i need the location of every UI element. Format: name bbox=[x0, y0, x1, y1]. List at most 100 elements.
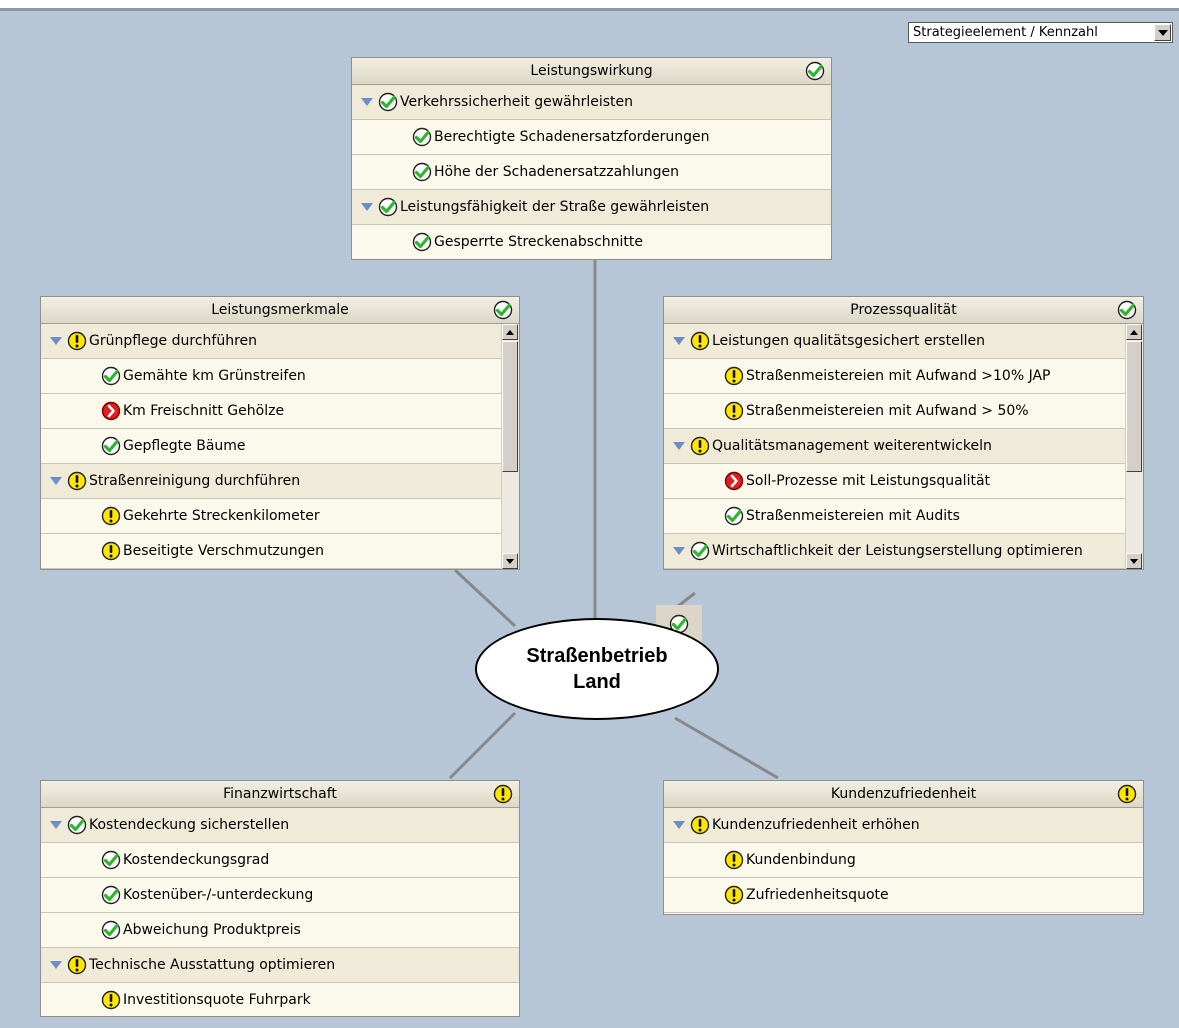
kpi-row[interactable]: Abweichung Produktpreis bbox=[41, 913, 519, 948]
connector-line bbox=[448, 711, 517, 780]
expand-toggle-icon[interactable] bbox=[672, 439, 686, 453]
kpi-label: Kundenbindung bbox=[746, 852, 856, 868]
kpi-row[interactable]: Höhe der Schadenersatzzahlungen bbox=[352, 155, 831, 190]
kpi-label: Gekehrte Streckenkilometer bbox=[123, 508, 320, 524]
objective-label: Grünpflege durchführen bbox=[89, 333, 258, 349]
objective-label: Kundenzufriedenheit erhöhen bbox=[712, 817, 920, 833]
view-selector-value: Strategieelement / Kennzahl bbox=[913, 25, 1098, 40]
objective-row[interactable]: Leistungen qualitätsgesichert erstellen bbox=[664, 324, 1126, 359]
kpi-row[interactable]: Km Freischnitt Gehölze bbox=[41, 394, 502, 429]
status-warning-icon bbox=[724, 366, 744, 386]
status-warning-icon bbox=[724, 850, 744, 870]
expand-toggle-icon[interactable] bbox=[360, 95, 374, 109]
vertical-scrollbar[interactable] bbox=[1125, 324, 1143, 569]
status-warning-icon bbox=[690, 331, 710, 351]
status-ok-icon bbox=[724, 506, 744, 526]
status-warning-icon bbox=[724, 885, 744, 905]
objective-row[interactable]: Leistungsfähigkeit der Straße gewährleis… bbox=[352, 190, 831, 225]
kpi-row[interactable]: Straßenmeistereien mit Aufwand > 50% bbox=[664, 394, 1126, 429]
expand-toggle-icon[interactable] bbox=[672, 334, 686, 348]
scrollbar-thumb[interactable] bbox=[502, 341, 518, 472]
kpi-row[interactable]: Kundenbindung bbox=[664, 843, 1143, 878]
objective-label: Leistungsfähigkeit der Straße gewährleis… bbox=[400, 199, 710, 215]
status-ok-icon bbox=[378, 197, 398, 217]
status-ok-icon bbox=[669, 614, 689, 634]
kpi-row[interactable]: Gemähte km Grünstreifen bbox=[41, 359, 502, 394]
expand-toggle-icon[interactable] bbox=[672, 818, 686, 832]
vertical-scrollbar[interactable] bbox=[501, 324, 519, 569]
status-warning-icon bbox=[101, 506, 121, 526]
objective-row[interactable]: Verkehrssicherheit gewährleisten bbox=[352, 85, 831, 120]
status-ok-icon bbox=[412, 127, 432, 147]
expand-toggle-icon[interactable] bbox=[49, 474, 63, 488]
kpi-label: Soll-Prozesse mit Leistungsqualität bbox=[746, 473, 991, 489]
expand-toggle-icon[interactable] bbox=[360, 200, 374, 214]
kpi-row[interactable]: Kostenüber-/-unterdeckung bbox=[41, 878, 519, 913]
panel-title: Kundenzufriedenheit bbox=[830, 786, 977, 802]
status-ok-icon bbox=[101, 850, 121, 870]
objective-label: Kostendeckung sicherstellen bbox=[89, 817, 290, 833]
dropdown-arrow-button[interactable] bbox=[1154, 24, 1171, 41]
status-warning-icon bbox=[493, 784, 513, 804]
kpi-row[interactable]: Straßenmeistereien mit Aufwand >10% JAP bbox=[664, 359, 1126, 394]
objective-row[interactable]: Technische Ausstattung optimieren bbox=[41, 948, 519, 983]
expand-toggle-icon[interactable] bbox=[49, 334, 63, 348]
kpi-label: Kostenüber-/-unterdeckung bbox=[123, 887, 314, 903]
connector-line bbox=[453, 568, 517, 628]
kpi-row[interactable]: Straßenmeistereien mit Audits bbox=[664, 499, 1126, 534]
panel-header: Leistungsmerkmale bbox=[41, 297, 519, 324]
scroll-up-button[interactable] bbox=[502, 324, 518, 340]
status-warning-icon bbox=[1117, 784, 1137, 804]
kpi-row[interactable]: Berechtigte Schadenersatzforderungen bbox=[352, 120, 831, 155]
kpi-row[interactable]: Soll-Prozesse mit Leistungsqualität bbox=[664, 464, 1126, 499]
kpi-label: Kostendeckungsgrad bbox=[123, 852, 270, 868]
expand-toggle-icon[interactable] bbox=[49, 958, 63, 972]
scroll-up-button[interactable] bbox=[1126, 324, 1142, 340]
kpi-row[interactable]: Gekehrte Streckenkilometer bbox=[41, 499, 502, 534]
chevron-down-icon bbox=[506, 558, 514, 564]
kpi-row[interactable]: Gepflegte Bäume bbox=[41, 429, 502, 464]
panel-title: Leistungsmerkmale bbox=[211, 302, 349, 318]
kpi-row[interactable]: Gesperrte Streckenabschnitte bbox=[352, 225, 831, 259]
objective-row[interactable]: Straßenreinigung durchführen bbox=[41, 464, 502, 499]
expand-toggle-icon[interactable] bbox=[672, 544, 686, 558]
kpi-row[interactable]: Beseitigte Verschmutzungen bbox=[41, 534, 502, 569]
kpi-row[interactable]: Investitionsquote Fuhrpark bbox=[41, 983, 519, 1016]
center-node-title-line2: Land bbox=[573, 671, 621, 693]
panel-header: Finanzwirtschaft bbox=[41, 781, 519, 808]
kpi-label: Zufriedenheitsquote bbox=[746, 887, 889, 903]
objective-label: Wirtschaftlichkeit der Leistungserstellu… bbox=[712, 543, 1083, 559]
objective-row[interactable]: Wirtschaftlichkeit der Leistungserstellu… bbox=[664, 534, 1126, 569]
status-warning-icon bbox=[67, 955, 87, 975]
view-selector-dropdown[interactable]: Strategieelement / Kennzahl bbox=[908, 22, 1173, 43]
chevron-up-icon bbox=[506, 329, 514, 335]
chevron-down-icon bbox=[1130, 558, 1138, 564]
objective-row[interactable]: Kostendeckung sicherstellen bbox=[41, 808, 519, 843]
connector-line bbox=[674, 716, 779, 780]
objective-row[interactable]: Qualitätsmanagement weiterentwickeln bbox=[664, 429, 1126, 464]
scrollbar-thumb[interactable] bbox=[1126, 341, 1142, 472]
kpi-row[interactable]: Kostendeckungsgrad bbox=[41, 843, 519, 878]
objective-row[interactable]: Kundenzufriedenheit erhöhen bbox=[664, 808, 1143, 843]
status-ok-icon bbox=[101, 436, 121, 456]
panel-title: Leistungswirkung bbox=[530, 63, 653, 79]
status-critical-icon bbox=[724, 471, 744, 491]
kpi-row[interactable]: Zufriedenheitsquote bbox=[664, 878, 1143, 913]
status-ok-icon bbox=[378, 92, 398, 112]
status-warning-icon bbox=[101, 541, 121, 561]
status-ok-icon bbox=[1117, 300, 1137, 320]
center-node-strassenbetrieb[interactable]: Straßenbetrieb Land bbox=[475, 618, 719, 720]
objective-row[interactable]: Grünpflege durchführen bbox=[41, 324, 502, 359]
status-ok-icon bbox=[493, 300, 513, 320]
expand-toggle-icon[interactable] bbox=[49, 818, 63, 832]
scroll-down-button[interactable] bbox=[1126, 553, 1142, 569]
status-ok-icon bbox=[412, 162, 432, 182]
scroll-down-button[interactable] bbox=[502, 553, 518, 569]
